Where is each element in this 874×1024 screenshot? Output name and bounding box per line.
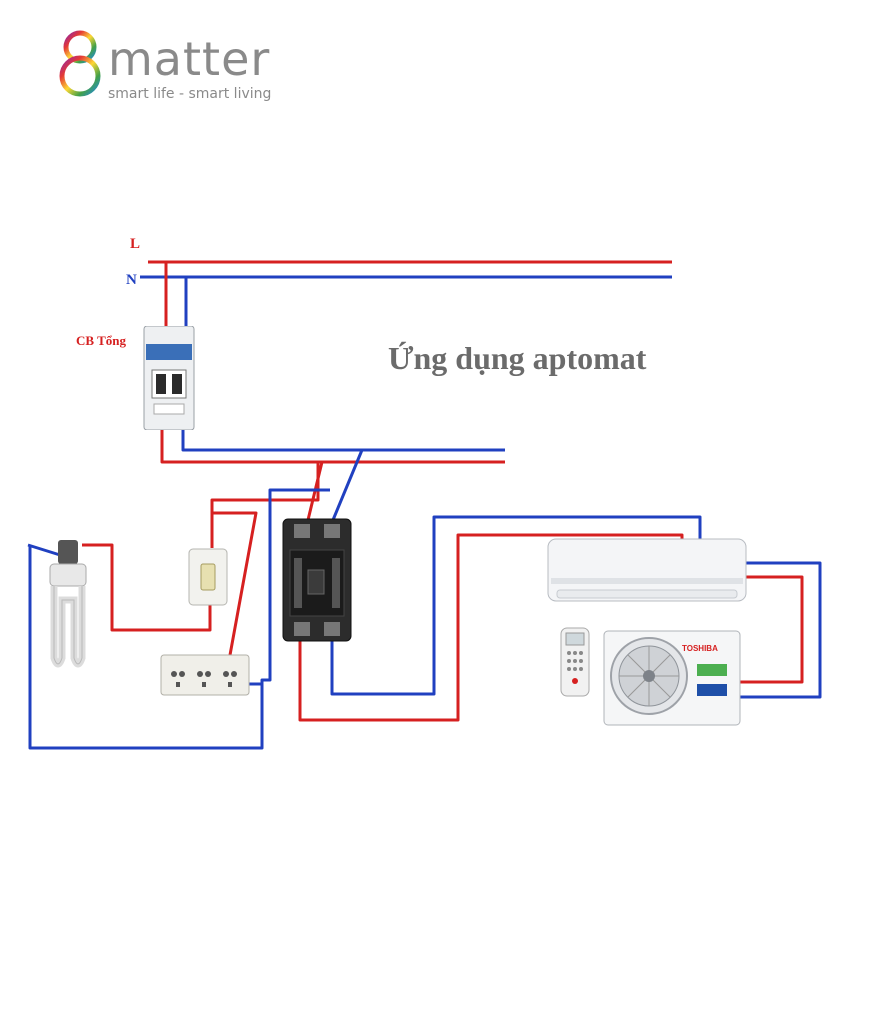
- ac-circuit-l: [298, 533, 684, 722]
- ac-link-l: [740, 575, 804, 684]
- logo-wordmark: matter: [108, 32, 271, 86]
- branch-breaker-icon: [282, 518, 352, 642]
- outdoor-ac-icon: [603, 630, 741, 726]
- diagram-title: Ứng dụng aptomat: [388, 340, 647, 376]
- lamp-neutral: [27, 488, 330, 750]
- main-breaker-icon: [143, 326, 195, 430]
- line-label: L: [130, 236, 141, 252]
- socket-circuit-l: [212, 511, 258, 656]
- lamp-circuit-l: [82, 543, 212, 632]
- remote-icon: [560, 627, 590, 697]
- lamp-icon: [49, 540, 87, 668]
- ac-circuit-n: [330, 515, 702, 696]
- ac-link-n: [740, 561, 822, 699]
- neutral-label: N: [126, 272, 137, 288]
- main-breaker-out-l: [160, 430, 505, 464]
- socket-outlet-icon: [160, 654, 250, 696]
- main-breaker-label: CB Tổng: [76, 333, 126, 348]
- indoor-ac-icon: [547, 538, 747, 602]
- ac-brand-label: TOSHIBA: [682, 644, 718, 653]
- logo-tagline: smart life - smart living: [108, 86, 272, 102]
- main-breaker-out-n: [181, 430, 505, 452]
- logo-icon: [59, 30, 101, 97]
- light-switch-icon: [188, 548, 228, 606]
- branch-feed-n: [331, 449, 364, 521]
- switch-circuit-l: [210, 462, 320, 548]
